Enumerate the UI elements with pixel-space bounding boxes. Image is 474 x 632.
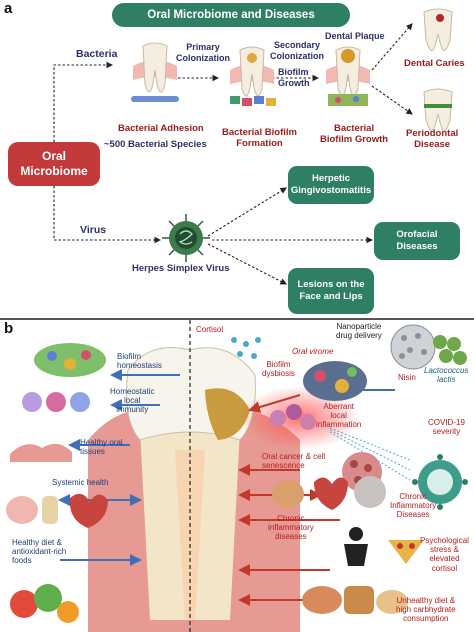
- unhealthy-food-icon: [302, 586, 408, 614]
- bacteria-label: Bacteria: [76, 48, 118, 60]
- panel-a-title-text: Oral Microbiome and Diseases: [147, 8, 315, 21]
- biofilm-homeostasis-label: Biofilm homeostasis: [117, 352, 162, 371]
- panel-a-title: Oral Microbiome and Diseases: [112, 3, 350, 27]
- tooth-stage-1-icon: [131, 42, 179, 102]
- virus-label: Virus: [80, 224, 107, 236]
- unhealthy-diet-label: Unhealthy diet & high carbhydrate consum…: [396, 596, 456, 624]
- periodontal-tooth-icon: [423, 88, 453, 131]
- chronic-inflammatory-diseases-label: Chronic inflammatory diseases: [268, 514, 314, 542]
- organs-disease-icon: [272, 476, 386, 510]
- nisin-label: Nisin: [398, 373, 416, 382]
- oral-cancer-label: Oral cancer & cell senescence: [262, 452, 326, 471]
- lactococcus-label: Lactococcus lactis: [424, 366, 469, 385]
- healthy-food-icon: [10, 584, 79, 623]
- healthy-diet-label: Healthy diet & antioxidant-rich foods: [12, 538, 67, 566]
- primary-colonization-label: Primary Colonization: [176, 42, 230, 63]
- secondary-colonization-label: Secondary Colonization: [270, 40, 324, 61]
- orofacial-diseases-box: Orofacial Diseases: [374, 222, 460, 260]
- tooth-gum-illustration: [58, 320, 411, 632]
- aberrant-inflammation-label: Aberrant local inflammation: [316, 402, 362, 430]
- biofilm-dysbiosis-label: Biofilm dysbiosis: [262, 360, 295, 379]
- panel-a-label: a: [4, 0, 13, 17]
- chronic-inflammatory-diseases-right-label: Chronic Inflammatory Diseases: [390, 492, 437, 520]
- biofilm-bacteria-icon: [34, 343, 106, 377]
- dental-caries-label: Dental Caries: [404, 58, 465, 69]
- oral-virome-label: Oral virome: [292, 347, 334, 356]
- dental-plaque-label: Dental Plaque: [325, 31, 385, 41]
- healthy-oral-tissues-label: Healthy oral tissues: [80, 438, 123, 457]
- oral-microbiome-node: Oral Microbiome: [8, 142, 100, 186]
- lesions-face-lips-box: Lesions on the Face and Lips: [288, 268, 374, 314]
- panel-b-label: b: [4, 320, 14, 337]
- dental-caries-tooth-icon: [423, 8, 453, 51]
- psychological-stress-label: Psychological stress & elevated cortisol: [420, 536, 469, 573]
- organs-icon: [6, 493, 108, 528]
- covid-severity-label: COVID-19 severity: [428, 418, 465, 437]
- bacterial-biofilm-formation-label: Bacterial Biofilm Formation: [222, 127, 297, 150]
- immune-cells-icon: [22, 392, 90, 412]
- herpetic-gingivostomatitis-box: Herpetic Gingivostomatitis: [288, 166, 374, 204]
- systemic-health-label: Systemic health: [52, 478, 109, 487]
- panel-divider: [0, 318, 474, 320]
- nanoparticle-icon: [390, 324, 436, 370]
- cortisol-label: Cortisol: [196, 325, 224, 334]
- stressed-person-icon: [344, 527, 368, 566]
- bacterial-adhesion-label: Bacterial Adhesion: [118, 123, 204, 134]
- herpes-virus-icon: [162, 214, 210, 262]
- tooth-stage-3-icon: [326, 46, 370, 106]
- immune-cells-inflamed-icon: [270, 404, 316, 430]
- pizza-icon: [388, 540, 424, 564]
- nanoparticle-label: Nanoparticle drug delivery: [336, 322, 382, 341]
- herpes-simplex-label: Herpes Simplex Virus: [132, 263, 230, 274]
- panel-a-connectors: [53, 23, 413, 285]
- periodontal-disease-label: Periodontal Disease: [406, 128, 459, 151]
- lactococcus-icon: [433, 335, 467, 365]
- cortisol-molecules-icon: [231, 337, 261, 359]
- homeostatic-immunity-label: Homeostatic local immunity: [110, 387, 155, 415]
- bacterial-biofilm-growth-label: Bacterial Biofilm Growth: [320, 123, 389, 146]
- healthy-tissue-icon: [10, 443, 72, 462]
- covid-virus-icon: [412, 454, 468, 510]
- tooth-stage-2-icon: [230, 46, 276, 106]
- species-count-label: ~500 Bacterial Species: [104, 139, 207, 150]
- biofilm-dysbiosis-icon: [303, 361, 367, 401]
- biofilm-growth-arrow-label: Biofilm Growth: [278, 67, 310, 88]
